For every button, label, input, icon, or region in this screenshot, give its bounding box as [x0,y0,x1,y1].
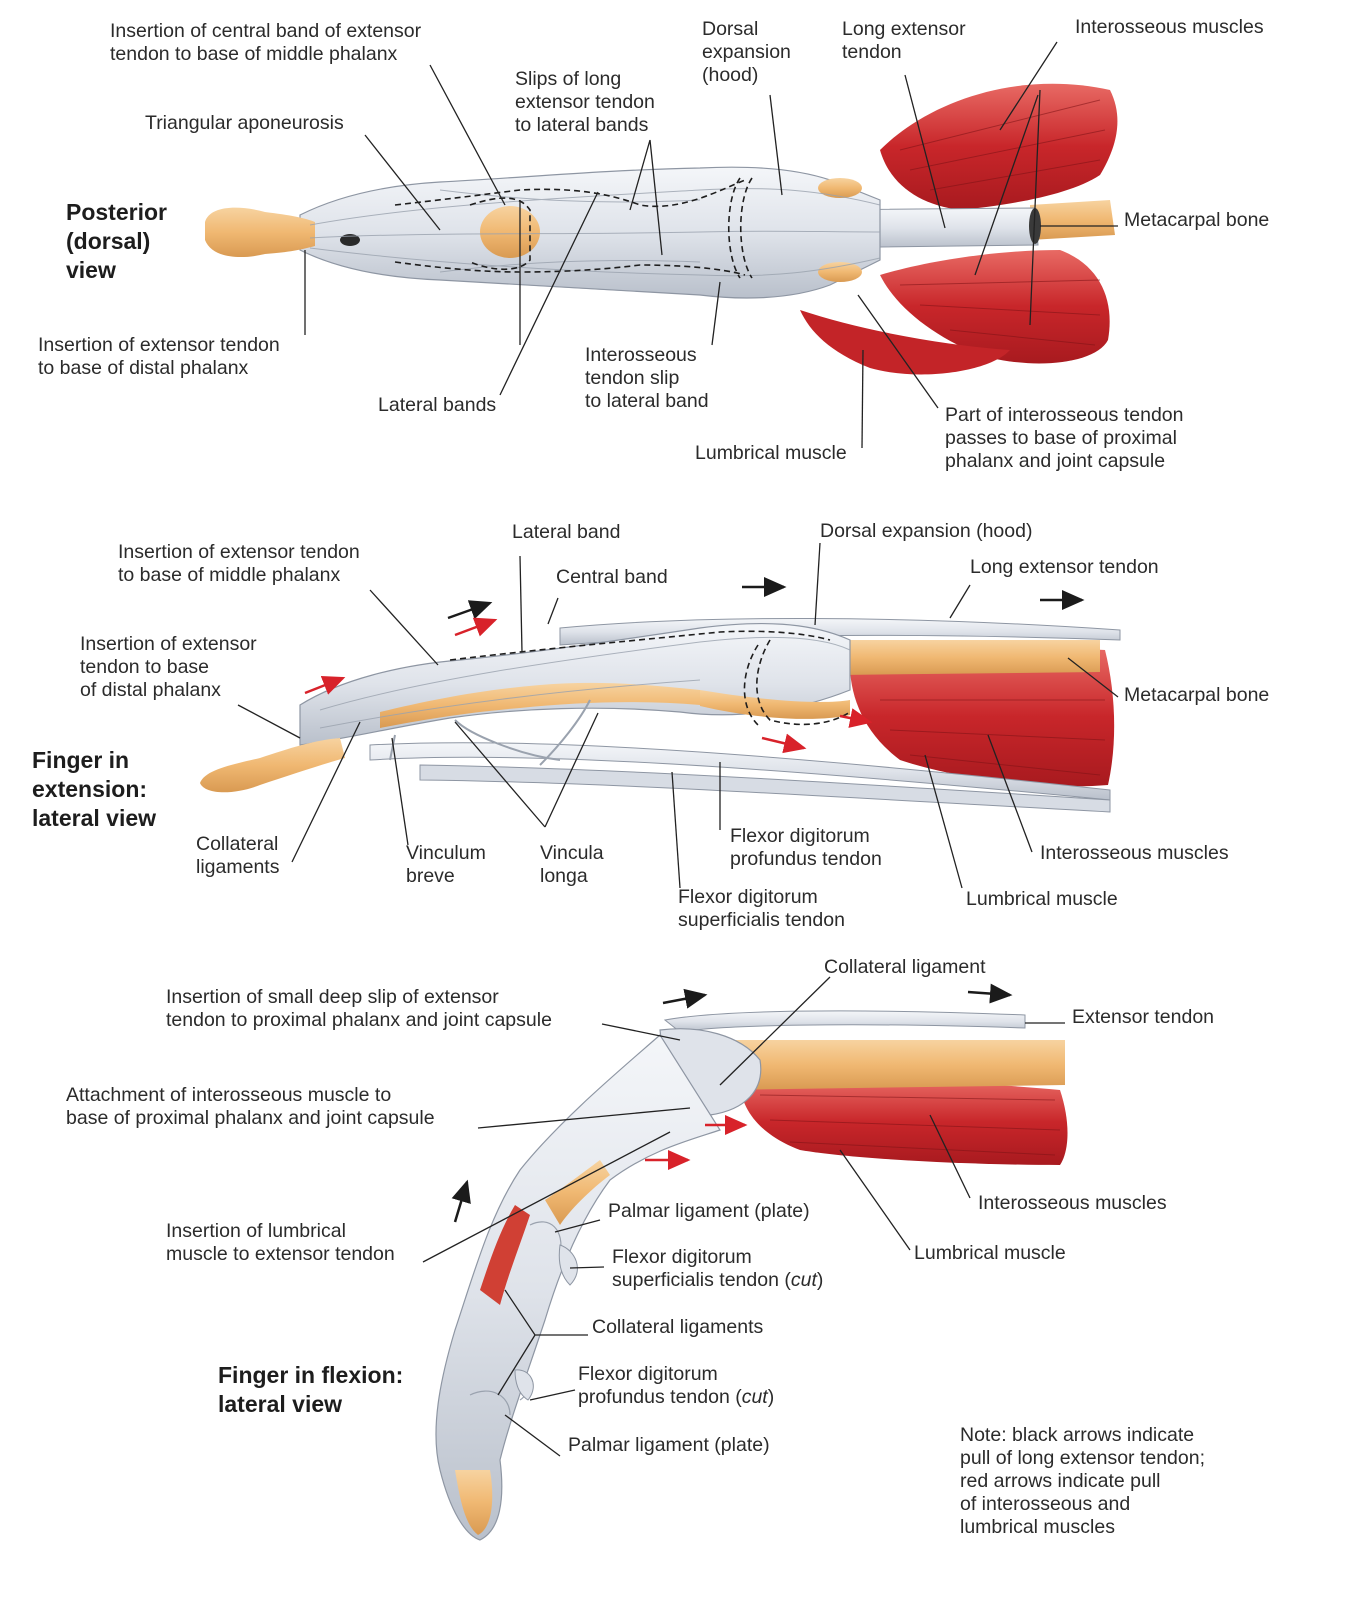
label-vinculum-breve: Vinculum breve [406,842,486,887]
label-extensor-tendon-flex: Extensor tendon [1072,1006,1215,1028]
arrow-legend-note: Note: black arrows indicate pull of long… [960,1424,1206,1538]
extension-red-arrow-1 [454,617,498,637]
label-fdp-cut: Flexor digitorum profundus tendon (cut) [578,1363,775,1408]
label-collateral-ligaments-ext: Collateral ligaments [196,833,280,878]
label-interosseous-muscles-ext: Interosseous muscles [1040,842,1229,864]
label-slips-long-extensor: Slips of long extensor tendon to lateral… [515,68,655,136]
label-lateral-band: Lateral band [512,521,621,543]
label-insertion-distal-phalanx: Insertion of extensor tendon to base of … [38,334,280,379]
flexion-proximal-phalanx [545,1160,610,1225]
label-part-interosseous-tendon: Part of interosseous tendon passes to ba… [945,404,1184,472]
dorsal-view-drawing [205,83,1118,375]
dorsal-metacarpal-bone [1030,200,1115,240]
label-lumbrical-muscle-ext: Lumbrical muscle [966,888,1118,910]
label-dorsal-expansion: Dorsal expansion (hood) [702,18,791,86]
flexion-middle-phalanx [480,1205,530,1305]
label-interosseous-muscles-dorsal: Interosseous muscles [1075,16,1264,38]
flexion-black-arrow-2 [967,983,1013,1004]
label-collateral-ligaments-flex: Collateral ligaments [592,1316,764,1338]
extension-distal-phalanx [200,738,345,793]
label-collateral-ligament-flex: Collateral ligament [824,956,986,978]
label-triangular-aponeurosis: Triangular aponeurosis [145,112,344,134]
extension-view-title: Finger in extension: lateral view [32,747,157,831]
label-vincula-longa: Vincula longa [540,842,604,887]
extension-middle-phalanx [380,682,700,728]
flexion-extensor-tendon [663,1010,1026,1033]
label-fdp-tendon: Flexor digitorum profundus tendon [730,825,882,870]
dorsal-interosseous-muscle-lower [880,250,1110,364]
label-central-band-insertion: Insertion of central band of extensor te… [110,20,422,65]
label-palmar-ligament-1: Palmar ligament (plate) [608,1200,810,1222]
label-dorsal-expansion-hood: Dorsal expansion (hood) [820,520,1033,542]
extension-view-drawing [200,577,1121,813]
label-fds-tendon: Flexor digitorum superficialis tendon [678,886,845,931]
label-lumbrical-muscle-flex: Lumbrical muscle [914,1242,1066,1264]
extension-proximal-phalanx [700,690,850,719]
label-metacarpal-bone-dorsal: Metacarpal bone [1124,209,1270,231]
label-insertion-middle-phalanx: Insertion of extensor tendon to base of … [118,541,360,586]
leader-lines [237,41,1119,1457]
dorsal-middle-phalanx-base [480,206,540,258]
dorsal-lumbrical-muscle [800,310,1010,375]
label-metacarpal-bone-ext: Metacarpal bone [1124,684,1270,706]
label-small-deep-slip: Insertion of small deep slip of extensor… [166,986,552,1031]
label-interosseous-attachment: Attachment of interosseous muscle to bas… [66,1084,435,1129]
extension-black-arrow-1 [447,600,493,620]
label-long-extensor-tendon-ext: Long extensor tendon [970,556,1159,578]
flexion-distal-phalanx [455,1470,493,1535]
flexion-interosseous-muscle [740,1079,1068,1165]
dorsal-interosseous-muscle-upper [880,83,1118,210]
label-lumbrical-muscle-dorsal: Lumbrical muscle [695,442,847,464]
extension-red-arrow-4 [839,708,873,728]
flexion-view-drawing [435,983,1068,1541]
extension-red-arrow-2 [304,676,346,695]
extension-interosseous-muscle [849,647,1115,787]
extension-red-arrow-3 [761,733,807,754]
label-interosseous-muscles-flex: Interosseous muscles [978,1192,1167,1214]
extension-metacarpal-bone [840,640,1100,675]
flexion-finger-body [435,1034,721,1541]
flexion-metacarpal-bone [720,1040,1065,1090]
dorsal-distal-phalanx-tip [205,207,315,258]
label-lateral-bands: Lateral bands [378,394,497,416]
label-lumbrical-insertion: Insertion of lumbrical muscle to extenso… [166,1220,395,1265]
label-fds-cut: Flexor digitorum superficialis tendon (c… [612,1246,824,1291]
label-palmar-ligament-2: Palmar ligament (plate) [568,1434,770,1456]
label-interosseous-tendon-slip: Interosseous tendon slip to lateral band [585,344,709,412]
flexion-black-arrow-3 [451,1179,471,1223]
flexion-view-title: Finger in flexion: lateral view [218,1362,404,1417]
label-long-extensor-tendon: Long extensor tendon [842,18,966,63]
dorsal-view-title: Posterior (dorsal) view [66,199,167,283]
flexion-black-arrow-1 [662,988,708,1009]
label-central-band: Central band [556,566,668,588]
dorsal-proximal-phalanx-head [818,178,862,198]
label-insertion-distal-ext: Insertion of extensor tendon to base of … [80,633,257,701]
dorsal-extensor-apparatus [299,166,881,299]
